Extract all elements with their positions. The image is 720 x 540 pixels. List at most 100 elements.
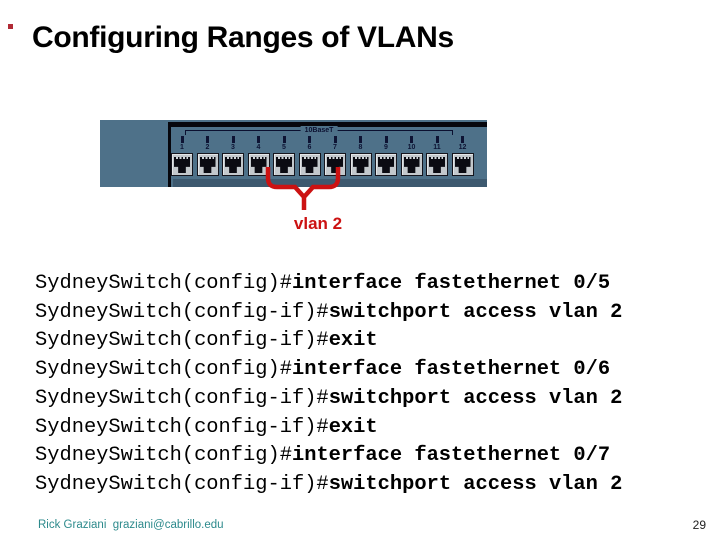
jack-pins: [354, 157, 367, 159]
rj45-port: [400, 153, 423, 176]
port-number: 5: [282, 144, 286, 151]
rj45-port: [298, 153, 321, 176]
rj45-port: [196, 153, 219, 176]
slide-bullet-marker: [8, 24, 13, 29]
port-number: 9: [384, 144, 388, 151]
port-number: 8: [358, 144, 363, 151]
jack-pins: [431, 157, 443, 159]
port-led-tick: [410, 136, 413, 143]
port-led-tick: [282, 136, 286, 143]
console-command: exit: [328, 329, 378, 353]
jack-pins: [201, 157, 214, 159]
port-led-tick: [435, 136, 439, 143]
rj45-jack-icon: [199, 157, 216, 173]
port-led-tick: [308, 136, 311, 143]
port-unit: 11: [426, 136, 448, 176]
port-number: 6: [307, 144, 312, 151]
rj45-port: [375, 153, 397, 176]
jack-pins: [252, 157, 265, 159]
vlan-brace: [265, 167, 341, 210]
console-prompt: SydneySwitch(config-if)#: [35, 472, 329, 496]
console-command: exit: [328, 415, 378, 439]
jack-pins: [329, 157, 341, 159]
console-command: switchport access vlan 2: [328, 386, 623, 410]
jack-pins: [227, 157, 239, 159]
rj45-port: [222, 153, 244, 176]
vlan-annotation: vlan 2: [293, 214, 343, 233]
footer-credit: Rick Graziani graziani@cabrillo.edu: [38, 519, 224, 531]
port-number: 7: [333, 144, 337, 151]
console-line: SydneySwitch(config-if)#switchport acces…: [35, 385, 622, 414]
port-unit: 12: [451, 136, 474, 176]
vlan-brace-path: [265, 167, 341, 210]
port-led-tick: [180, 136, 184, 143]
port-unit: 9: [375, 136, 397, 176]
console-command: switchport access vlan 2: [328, 472, 623, 496]
port-unit: 3: [222, 136, 244, 176]
console-prompt: SydneySwitch(config)#: [35, 358, 292, 382]
port-number: 4: [256, 144, 261, 151]
console-line: SydneySwitch(config-if)#switchport acces…: [35, 471, 622, 500]
console-output: SydneySwitch(config)#interface fastether…: [35, 270, 622, 500]
page-title: Configuring Ranges of VLANs: [32, 21, 454, 54]
rj45-port: [349, 153, 372, 176]
rj45-port: [247, 153, 270, 176]
port-number: 2: [205, 144, 210, 151]
jack-pins: [405, 157, 418, 159]
console-line: SydneySwitch(config-if)#exit: [35, 414, 622, 443]
rj45-port: [426, 153, 448, 176]
console-prompt: SydneySwitch(config-if)#: [35, 415, 329, 439]
console-line: SydneySwitch(config-if)#exit: [35, 327, 622, 356]
console-prompt: SydneySwitch(config)#: [35, 272, 292, 295]
page-number: 29: [692, 518, 706, 532]
port-unit: 6: [298, 136, 321, 176]
console-line: SydneySwitch(config)#interface fastether…: [35, 356, 622, 385]
jack-pins: [303, 157, 316, 159]
rj45-jack-icon: [429, 157, 445, 173]
port-number: 11: [433, 144, 441, 151]
jack-pins: [380, 157, 392, 159]
port-unit: 1: [171, 136, 193, 176]
port-unit: 4: [247, 136, 270, 176]
panel-left-edge: [168, 122, 171, 187]
port-led-tick: [384, 136, 388, 143]
port-number: 12: [458, 144, 467, 151]
port-unit: 8: [349, 136, 372, 176]
console-command: switchport access vlan 2: [328, 300, 623, 324]
port-led-tick: [333, 136, 337, 143]
console-command: interface fastethernet 0/7: [291, 444, 611, 468]
rj45-jack-icon: [174, 157, 190, 173]
rj45-jack-icon: [454, 157, 471, 173]
rj45-port: [451, 153, 474, 176]
rj45-port: [171, 153, 193, 176]
port-led-tick: [359, 136, 362, 143]
jack-pins: [278, 157, 290, 159]
port-unit: 5: [273, 136, 295, 176]
rj45-jack-icon: [378, 157, 394, 173]
console-line: SydneySwitch(config-if)#switchport acces…: [35, 299, 622, 328]
port-number: 10: [407, 144, 416, 151]
panel-top-edge: [168, 122, 487, 127]
port-led-tick: [461, 136, 464, 143]
rj45-jack-icon: [352, 157, 369, 173]
port-group-bracket: 10BaseT: [185, 126, 453, 135]
rj45-port: [273, 153, 295, 176]
port-led-tick: [206, 136, 209, 143]
console-command: interface fastethernet 0/6: [291, 358, 611, 382]
port-number: 3: [231, 144, 235, 151]
port-led-tick: [231, 136, 235, 143]
port-group-label: 10BaseT: [300, 126, 338, 135]
port-led-tick: [257, 136, 260, 143]
console-line: SydneySwitch(config)#interface fastether…: [35, 270, 622, 299]
port-unit: 10: [400, 136, 423, 176]
port-number: 1: [180, 144, 184, 151]
console-prompt: SydneySwitch(config-if)#: [35, 386, 329, 410]
port-unit: 2: [196, 136, 219, 176]
console-prompt: SydneySwitch(config-if)#: [35, 329, 329, 353]
rj45-jack-icon: [225, 157, 241, 173]
console-command: interface fastethernet 0/5: [291, 272, 611, 295]
rj45-jack-icon: [403, 157, 420, 173]
